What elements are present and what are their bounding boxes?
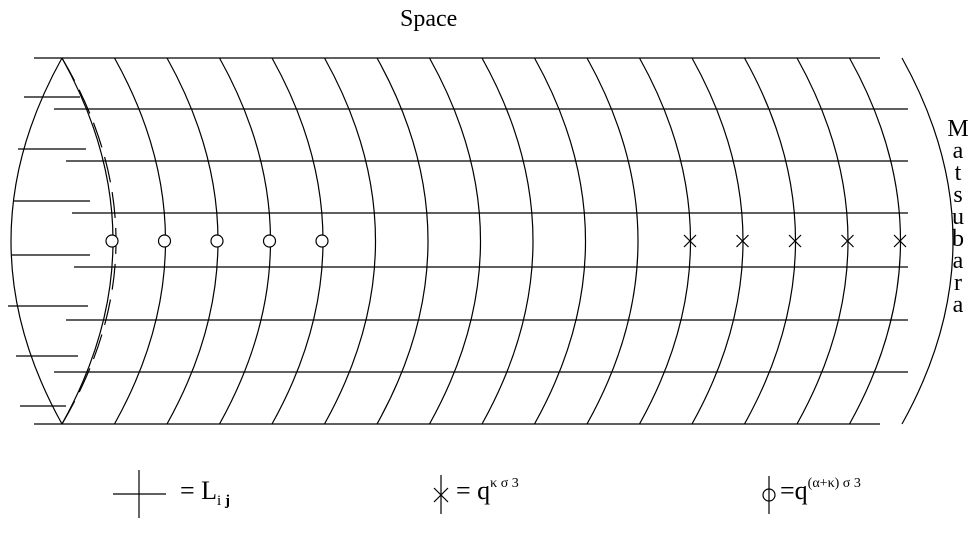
vertical-arc (376, 57, 429, 425)
matsubara-letter: a (952, 248, 964, 274)
circle-mark (105, 234, 119, 248)
circle-mark (210, 234, 224, 248)
vertical-arc (796, 57, 849, 425)
vertical-arc (271, 57, 324, 425)
matsubara-letter: M (947, 116, 969, 142)
cross-mark (893, 234, 907, 248)
circle-mark (262, 234, 277, 248)
cross-mark (683, 234, 697, 248)
legend-cross-sub-bold: j (224, 493, 230, 509)
vertical-arc (848, 57, 901, 425)
legend-cross-eq: = L (180, 476, 218, 505)
vertical-arc (61, 57, 114, 425)
vertical-arc (428, 57, 481, 425)
vertical-arc (481, 57, 534, 425)
vertical-arc (638, 57, 691, 425)
legend-cross-symbol (113, 470, 166, 518)
vertical-arc (113, 57, 166, 425)
vertical-arc (533, 57, 586, 425)
legend-x-sup: κ σ 3 (490, 476, 519, 491)
circle-mark (157, 234, 172, 248)
vertical-arc (586, 57, 639, 425)
vertical-arc-lines (61, 57, 954, 425)
circle-marks (105, 234, 329, 248)
vertical-arc (323, 57, 376, 425)
legend-cross-sub-plain: i (217, 493, 225, 509)
vertical-arc (743, 57, 796, 425)
matsubara-letter: a (952, 138, 964, 164)
matsubara-letter: r (954, 270, 962, 296)
cross-mark (736, 234, 749, 248)
legend-x-eq: = q (456, 476, 491, 505)
vertical-arc (166, 57, 219, 425)
legend-circle-symbol (762, 476, 776, 514)
legend-x-symbol (433, 475, 449, 514)
matsubara-letter: a (952, 292, 964, 318)
cross-mark (788, 234, 802, 248)
vertical-arc (218, 57, 271, 425)
matsubara-letter: s (953, 182, 963, 208)
legend-cross-text: = Li j (180, 476, 230, 510)
vertical-arc (901, 57, 954, 425)
matsubara-letter: t (954, 160, 962, 186)
legend-circle-text: =q(α+κ) σ 3 (780, 476, 861, 506)
legend-x-text: = qκ σ 3 (456, 476, 519, 506)
circle-mark (315, 234, 329, 248)
matsubara-letter: b (952, 226, 964, 252)
cross-mark (841, 234, 854, 248)
legend-circle-sup: (α+κ) σ 3 (807, 476, 861, 491)
cross-marks (683, 234, 907, 248)
vertical-arc (691, 57, 744, 425)
legend-circle-eq: =q (780, 476, 808, 505)
space-title: Space (400, 6, 458, 32)
cylinder-left-face (10, 57, 63, 425)
matsubara-letter: u (952, 204, 964, 230)
